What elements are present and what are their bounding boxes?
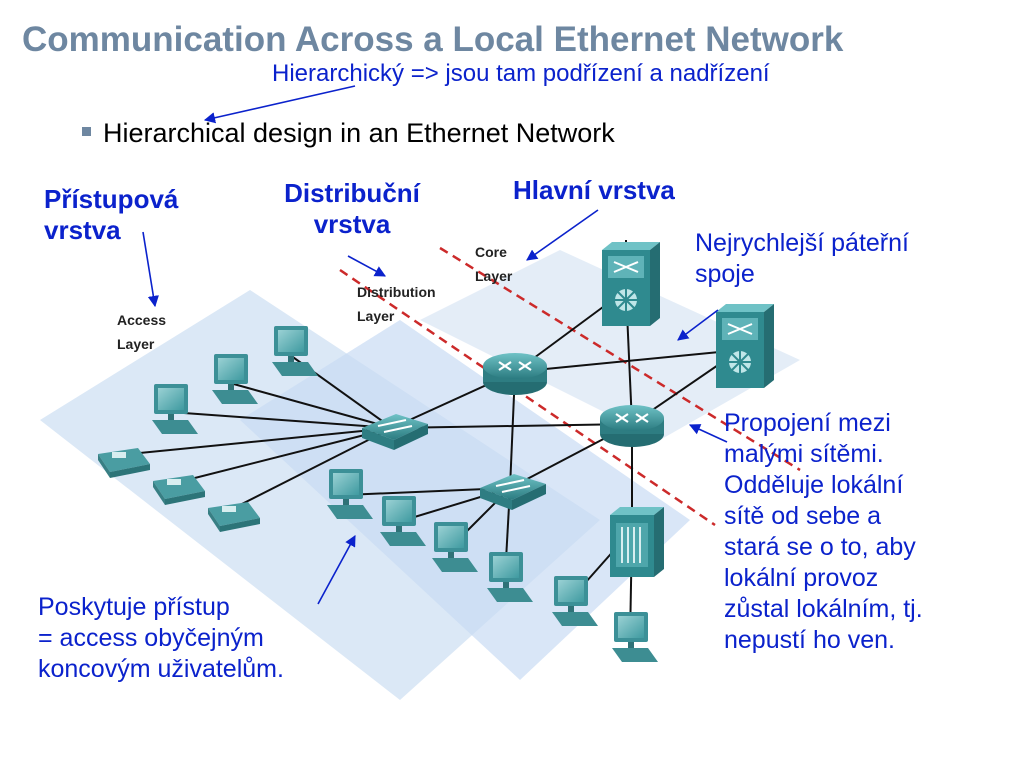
router-icon (598, 403, 666, 449)
access-layer-cz-line2: vrstva (44, 215, 121, 245)
access-layer-label-line2: Layer (117, 336, 155, 352)
distribution-layer-label: Distribution Layer (357, 280, 436, 328)
server-icon (609, 506, 665, 578)
subtitle-annotation: Hierarchický => jsou tam podřízení a nad… (272, 60, 770, 87)
pc-icon (612, 612, 658, 662)
distribution-note-line8: nepustí ho ven. (724, 626, 895, 654)
backbone-note-line2: spoje (695, 260, 755, 288)
multilayer-switch-icon (715, 303, 775, 389)
access-layer-label-line1: Access (117, 312, 167, 328)
distribution-layer-label-line1: Distribution (357, 284, 436, 300)
access-distribution-boundary (339, 268, 716, 527)
backbone-note: Nejrychlejší páteřní spoje (695, 228, 909, 290)
core-layer-label-line1: Core (475, 244, 507, 260)
distribution-note-line6: lokální provoz (724, 564, 879, 592)
access-note: Poskytuje přístup = access obyčejným kon… (38, 592, 284, 685)
slide-title: Communication Across a Local Ethernet Ne… (22, 20, 844, 59)
backbone-note-line1: Nejrychlejší páteřní (695, 229, 909, 257)
access-note-line2: = access obyčejným (38, 624, 264, 652)
core-layer-label-line2: Layer (475, 268, 513, 284)
router-icon (481, 351, 549, 397)
core-layer-band (420, 250, 800, 440)
distribution-note-line4: sítě od sebe a (724, 502, 882, 530)
bullet-text: Hierarchical design in an Ethernet Netwo… (103, 118, 615, 148)
distribution-note-line1: Propojení mezi (724, 409, 891, 437)
distribution-note: Propojení mezi malými sítěmi. Odděluje l… (724, 408, 923, 656)
access-note-line3: koncovým uživatelům. (38, 655, 284, 683)
distribution-layer-cz-line1: Distribuční (284, 178, 420, 208)
core-layer-cz-label: Hlavní vrstva (513, 175, 675, 205)
distribution-note-line3: Odděluje lokální (724, 471, 904, 499)
distribution-layer-cz-line2: vrstva (313, 209, 391, 239)
access-layer-cz-line1: Přístupová (44, 184, 179, 214)
distribution-note-line5: stará se o to, aby (724, 533, 916, 561)
access-note-line1: Poskytuje přístup (38, 593, 230, 621)
distribution-core-boundary (439, 246, 801, 472)
annotation-arrows (142, 85, 728, 605)
bullet-item: Hierarchical design in an Ethernet Netwo… (82, 118, 615, 149)
distribution-layer-cz-label: Distribuční vrstva (262, 178, 442, 240)
access-layer-cz-label: Přístupová vrstva (44, 184, 178, 246)
distribution-note-line2: malými sítěmi. (724, 440, 884, 468)
bullet-square-icon (82, 127, 91, 137)
distribution-note-line7: zůstal lokálním, tj. (724, 595, 923, 623)
multilayer-switch-icon (601, 241, 661, 327)
access-layer-label: Access Layer (117, 308, 166, 356)
distribution-layer-label-line2: Layer (357, 308, 395, 324)
core-layer-label: Core Layer (475, 240, 512, 288)
